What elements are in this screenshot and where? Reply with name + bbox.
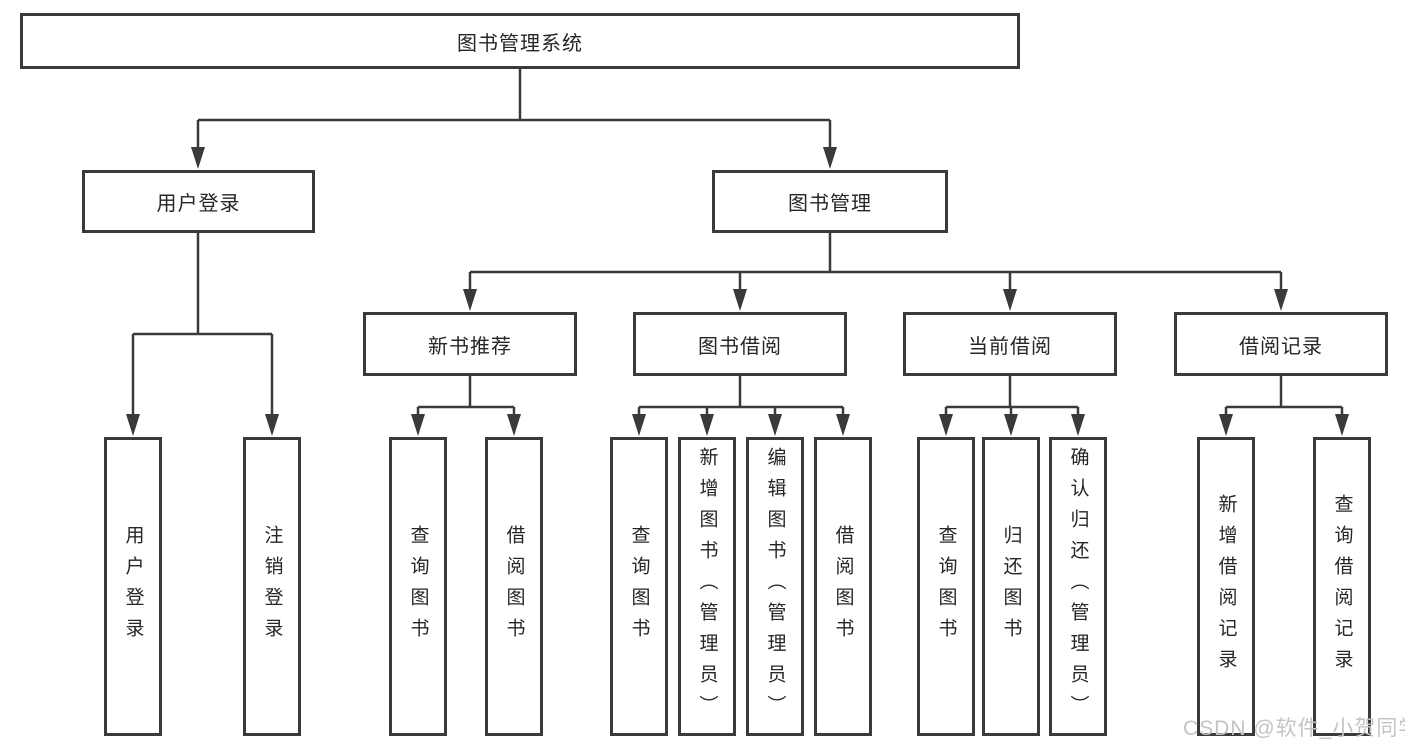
csdn-watermark: CSDN @软件_小贺同学: [1183, 717, 1405, 740]
leaf-query-books-current: 查询图书: [917, 437, 975, 736]
leaf-borrow-books-borrow: 借阅图书: [814, 437, 872, 736]
node-borrow-records: 借阅记录: [1174, 312, 1388, 376]
node-book-borrow: 图书借阅: [633, 312, 847, 376]
leaf-query-books-recommend: 查询图书: [389, 437, 447, 736]
leaf-query-books-borrow: 查询图书: [610, 437, 668, 736]
node-user-login: 用户登录: [82, 170, 315, 233]
leaf-logout: 注销登录: [243, 437, 301, 736]
arrowheads: [126, 147, 1349, 436]
leaf-add-borrow-record: 新增借阅记录: [1197, 437, 1255, 736]
leaf-query-borrow-record: 查询借阅记录: [1313, 437, 1371, 736]
connector-paths: [131, 69, 1344, 431]
leaf-user-login: 用户登录: [104, 437, 162, 736]
node-current-borrow: 当前借阅: [903, 312, 1117, 376]
leaf-borrow-books-recommend: 借阅图书: [485, 437, 543, 736]
leaf-edit-book-admin: 编辑图书（管理员）: [746, 437, 804, 736]
leaf-add-book-admin: 新增图书（管理员）: [678, 437, 736, 736]
node-library-system: 图书管理系统: [20, 13, 1020, 69]
node-book-management: 图书管理: [712, 170, 948, 233]
node-new-book-recommend: 新书推荐: [363, 312, 577, 376]
leaf-confirm-return-admin: 确认归还（管理员）: [1049, 437, 1107, 736]
leaf-return-book: 归还图书: [982, 437, 1040, 736]
